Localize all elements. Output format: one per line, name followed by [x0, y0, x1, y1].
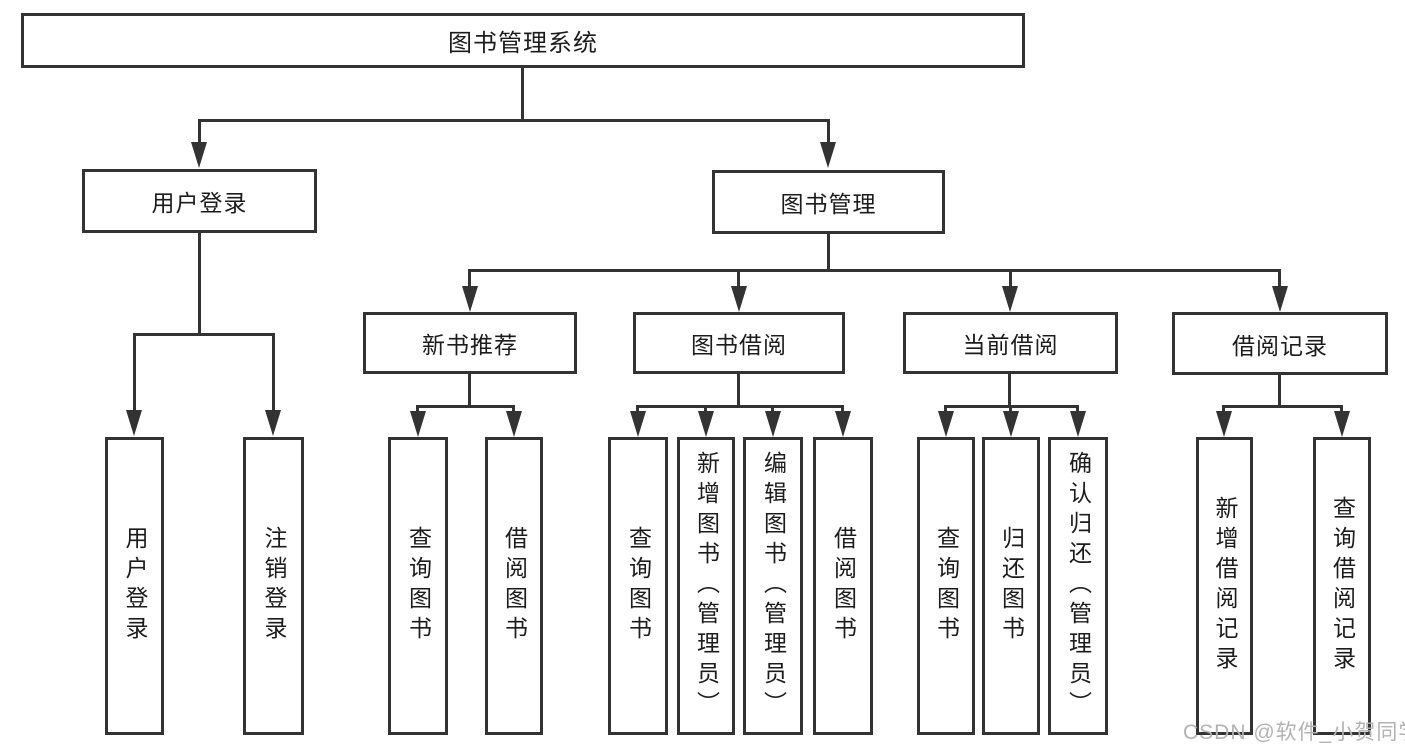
node-new-book-recommendation: 新书推荐 [363, 312, 577, 374]
node-label: 图书管理 [780, 191, 877, 217]
node-label: 确认归还（管理员） [1065, 451, 1092, 721]
connector-line [416, 405, 515, 408]
node-label: 借阅图书 [830, 526, 857, 646]
node-book-management: 图书管理 [712, 170, 945, 234]
leaf-query-books-borrowing: 查询图书 [608, 437, 668, 735]
node-label: 用户登录 [122, 526, 148, 646]
node-label: 归还图书 [998, 526, 1025, 646]
connector-line [1222, 405, 1343, 408]
connector-line [1340, 405, 1343, 415]
connector-line [416, 405, 419, 415]
node-library-management-system: 图书管理系统 [21, 13, 1025, 68]
node-borrowing-records: 借阅记录 [1172, 312, 1388, 375]
leaf-borrow-books-borrowing: 借阅图书 [813, 437, 873, 735]
leaf-return-books: 归还图书 [982, 437, 1040, 735]
arrowhead-down-icon [835, 411, 851, 437]
arrowhead-down-icon [265, 410, 281, 436]
connector-line [198, 119, 830, 122]
node-label: 借阅记录 [1232, 332, 1328, 359]
arrowhead-down-icon [462, 286, 478, 312]
arrowhead-down-icon [820, 142, 836, 168]
arrowhead-down-icon [410, 411, 426, 437]
connector-line [1278, 269, 1281, 288]
connector-line [521, 68, 524, 121]
arrowhead-down-icon [731, 286, 747, 312]
node-label: 借阅图书 [501, 526, 528, 646]
connector-line [636, 405, 844, 408]
node-label: 用户登录 [151, 190, 248, 216]
connector-line [771, 405, 774, 415]
node-label: 新增借阅记录 [1212, 496, 1238, 676]
node-label: 编辑图书（管理员） [760, 451, 787, 721]
node-current-borrowing: 当前借阅 [903, 312, 1118, 374]
node-label: 图书管理系统 [448, 30, 598, 57]
connector-line [133, 333, 275, 336]
node-label: 查询借阅记录 [1329, 496, 1356, 676]
leaf-add-books-admin: 新增图书（管理员） [677, 437, 735, 735]
connector-line [737, 373, 740, 408]
connector-line [468, 373, 471, 408]
connector-line [827, 233, 830, 272]
connector-line [737, 269, 740, 288]
arrowhead-down-icon [1272, 286, 1288, 312]
connector-line [1009, 269, 1012, 288]
leaf-edit-books-admin: 编辑图书（管理员） [743, 437, 803, 735]
connector-line [512, 405, 515, 415]
arrowhead-down-icon [191, 142, 207, 168]
connector-line [1008, 373, 1011, 408]
arrowhead-down-icon [938, 411, 954, 437]
leaf-borrow-books-newbook: 借阅图书 [485, 437, 543, 735]
connector-line [704, 405, 707, 415]
leaf-query-books-newbook: 查询图书 [388, 437, 448, 735]
arrowhead-down-icon [698, 411, 714, 437]
arrowhead-down-icon [506, 411, 522, 437]
connector-line [272, 333, 275, 412]
connector-line [198, 119, 201, 146]
arrowhead-down-icon [126, 410, 142, 436]
leaf-query-borrow-record: 查询借阅记录 [1313, 437, 1371, 735]
arrowhead-down-icon [630, 411, 646, 437]
csdn-watermark: CSDN @软件_小贺同学 [1183, 721, 1405, 744]
connector-line [1076, 405, 1079, 415]
connector-line [636, 405, 639, 415]
node-label: 注销登录 [261, 526, 287, 646]
connector-line [198, 232, 201, 336]
connector-line [841, 405, 844, 415]
leaf-confirm-return-admin: 确认归还（管理员） [1048, 437, 1108, 735]
arrowhead-down-icon [1003, 411, 1019, 437]
connector-line [1278, 374, 1281, 408]
connector-line [1009, 405, 1012, 415]
node-book-borrowing: 图书借阅 [633, 312, 845, 374]
node-label: 新书推荐 [422, 332, 518, 358]
connector-line [468, 269, 1281, 272]
leaf-user-login: 用户登录 [105, 437, 164, 735]
node-label: 查询图书 [625, 526, 652, 646]
node-label: 查询图书 [933, 526, 960, 646]
arrowhead-down-icon [1002, 286, 1018, 312]
arrowhead-down-icon [1070, 411, 1086, 437]
connector-line [827, 119, 830, 146]
node-label: 图书借阅 [691, 332, 787, 358]
arrowhead-down-icon [1216, 411, 1232, 437]
arrowhead-down-icon [1334, 411, 1350, 437]
connector-line [1222, 405, 1225, 415]
connector-line [133, 333, 136, 412]
leaf-logout: 注销登录 [243, 437, 304, 735]
node-label: 当前借阅 [962, 332, 1059, 358]
arrowhead-down-icon [765, 411, 781, 437]
leaf-add-borrow-record: 新增借阅记录 [1196, 437, 1253, 735]
node-label: 新增图书（管理员） [693, 451, 720, 721]
node-user-login: 用户登录 [82, 169, 317, 233]
leaf-query-books-current: 查询图书 [917, 437, 975, 735]
node-label: 查询图书 [405, 526, 432, 646]
connector-line [944, 405, 947, 415]
connector-line [468, 269, 471, 288]
